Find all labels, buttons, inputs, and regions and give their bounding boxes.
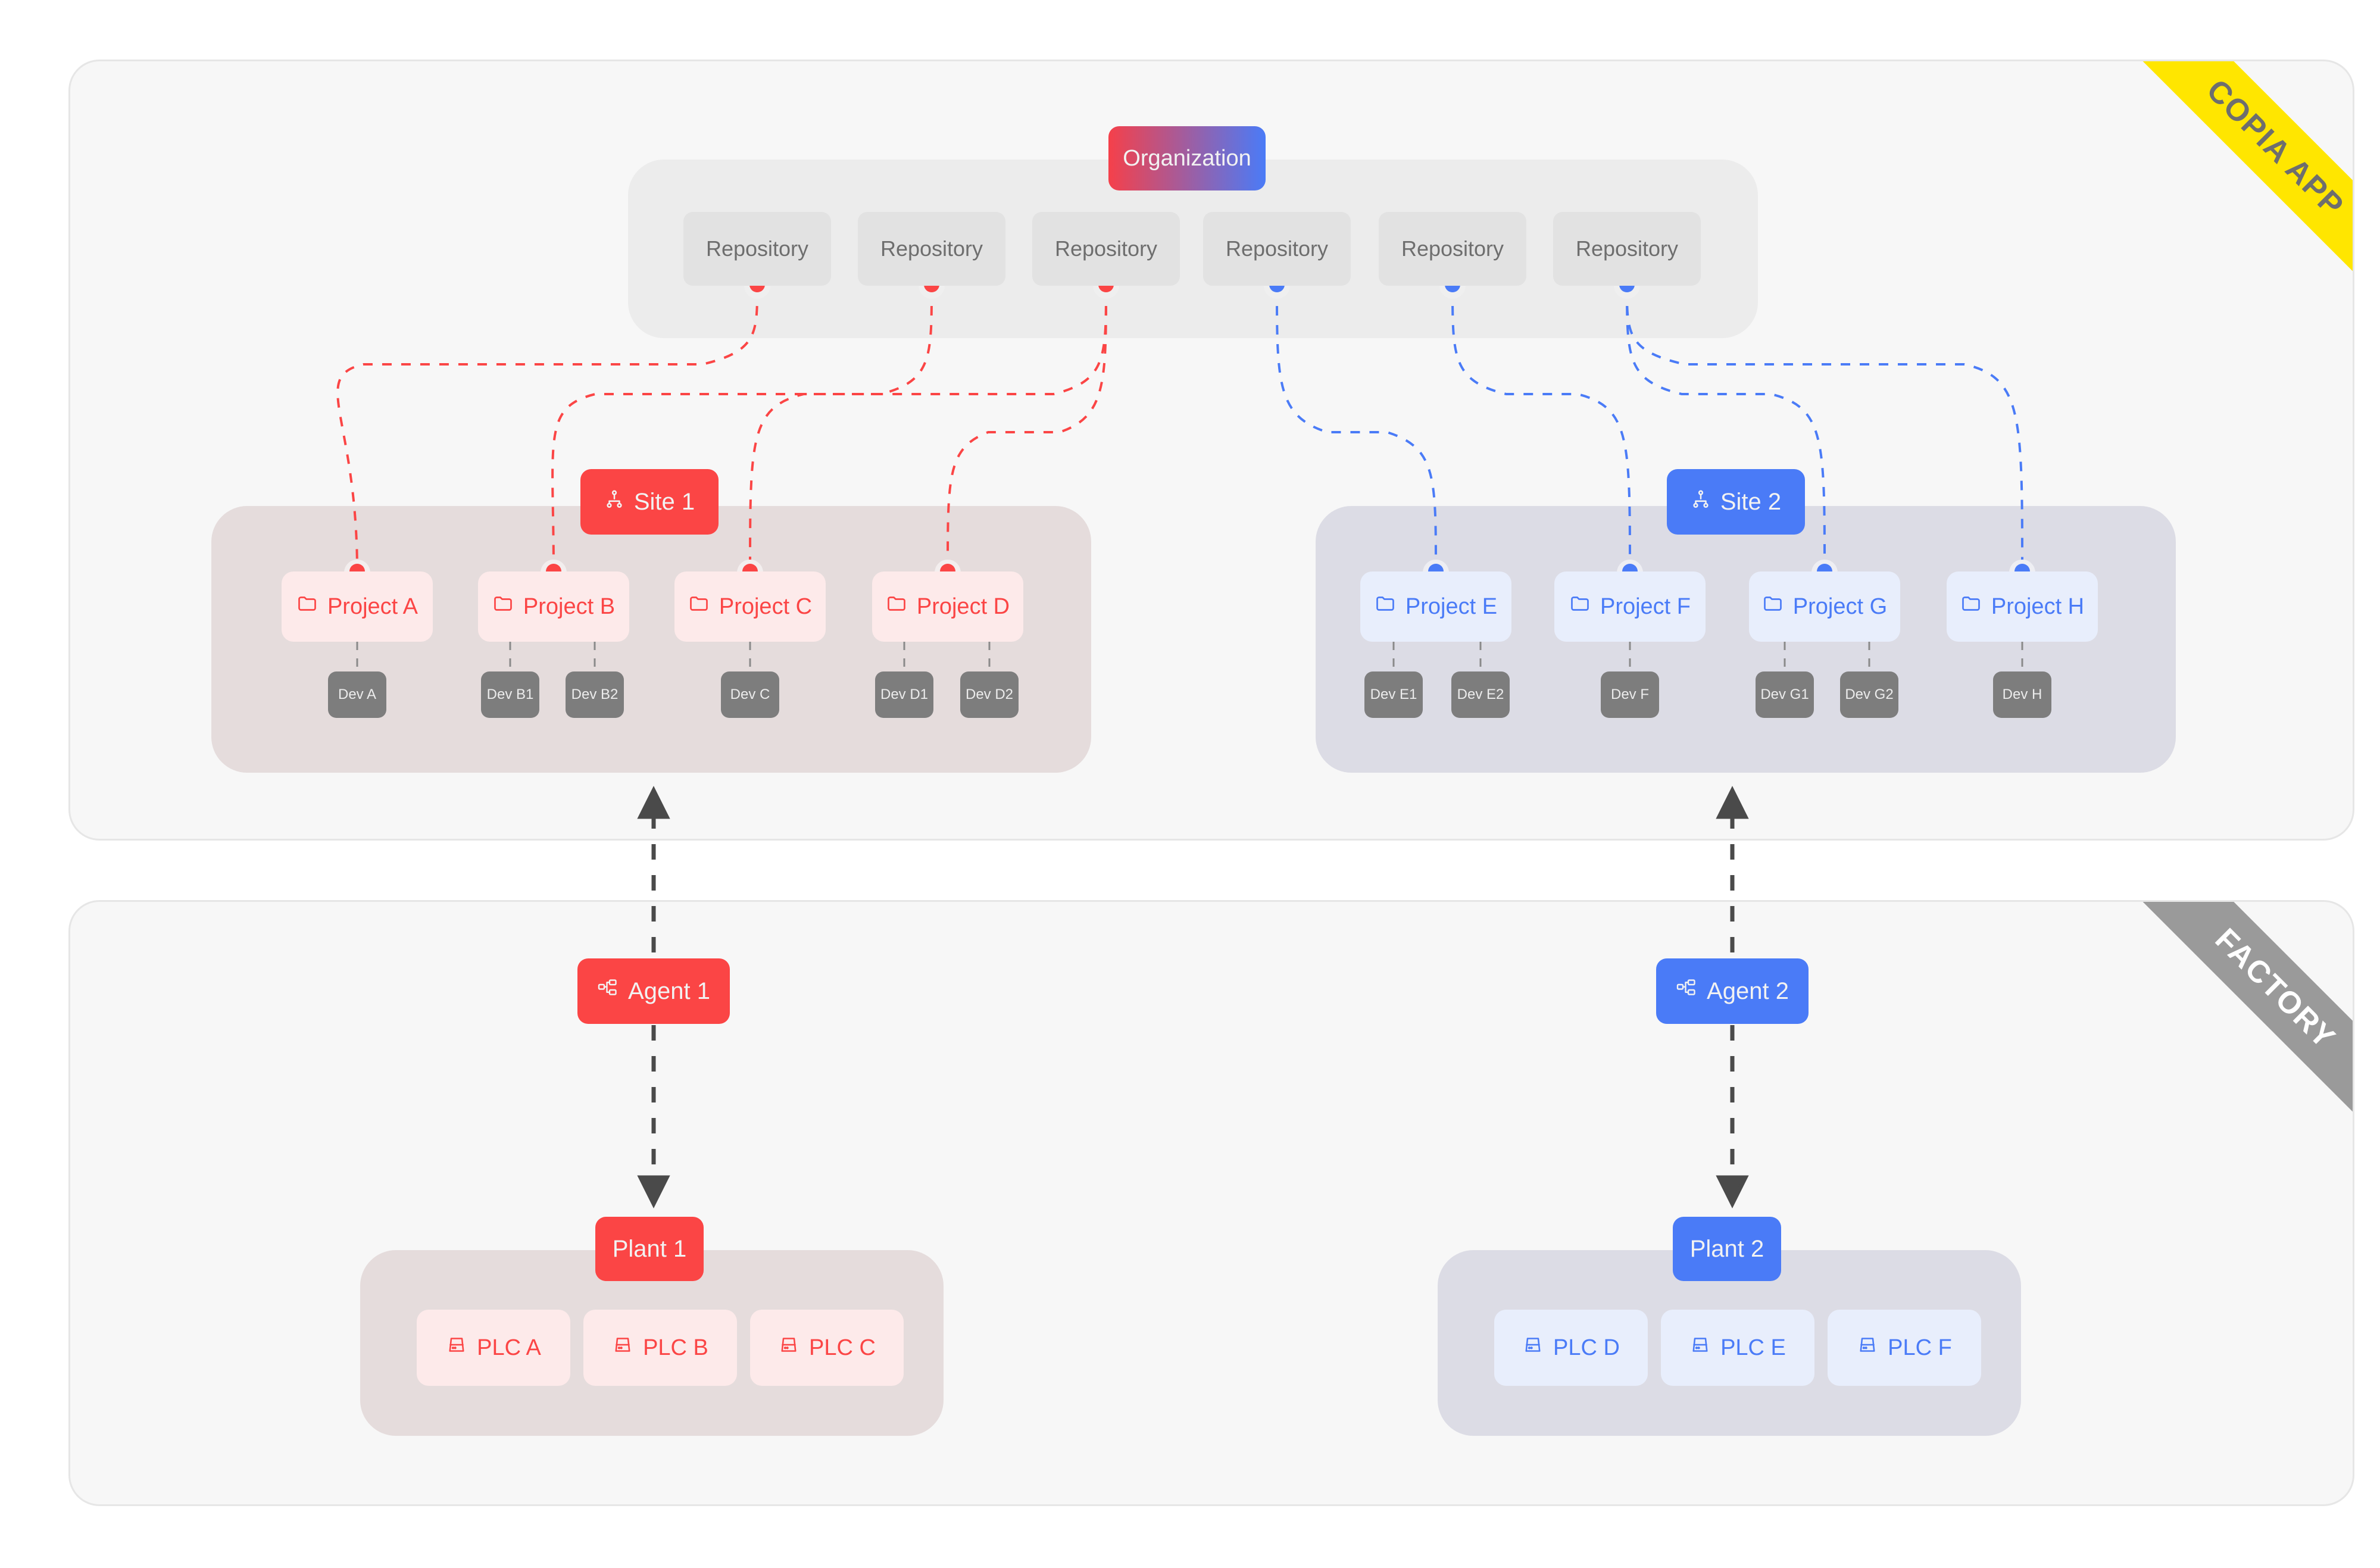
repository-card-6[interactable]: Repository bbox=[1553, 212, 1701, 286]
agent-label: Agent 1 bbox=[628, 977, 710, 1004]
sitemap-icon bbox=[1691, 489, 1711, 516]
plant-label: Plant 1 bbox=[612, 1235, 687, 1262]
dev-chip-d1[interactable]: Dev D1 bbox=[875, 671, 933, 718]
dev-chip-g1[interactable]: Dev G1 bbox=[1756, 671, 1814, 718]
server-icon bbox=[1689, 1334, 1711, 1361]
repository-label: Repository bbox=[705, 236, 809, 261]
plant-label: Plant 2 bbox=[1689, 1235, 1764, 1262]
plc-label: PLC F bbox=[1888, 1335, 1952, 1360]
organization-badge[interactable]: Organization bbox=[1108, 126, 1266, 190]
project-card-e[interactable]: Project E bbox=[1360, 571, 1511, 642]
project-label: Project H bbox=[1991, 594, 2085, 619]
plc-card-b[interactable]: PLC B bbox=[583, 1310, 737, 1386]
dev-label: Dev B2 bbox=[571, 686, 619, 702]
repository-label: Repository bbox=[1225, 236, 1329, 261]
dev-label: Dev C bbox=[730, 686, 770, 702]
dev-chip-a[interactable]: Dev A bbox=[328, 671, 386, 718]
site-2-badge[interactable]: Site 2 bbox=[1667, 469, 1805, 535]
agent-2-badge[interactable]: Agent 2 bbox=[1656, 958, 1809, 1024]
repository-label: Repository bbox=[1401, 236, 1504, 261]
server-icon bbox=[778, 1334, 799, 1361]
folder-icon bbox=[1762, 593, 1784, 620]
folder-icon bbox=[1375, 593, 1396, 620]
plc-label: PLC A bbox=[477, 1335, 541, 1360]
project-card-b[interactable]: Project B bbox=[478, 571, 629, 642]
plc-card-a[interactable]: PLC A bbox=[417, 1310, 570, 1386]
dev-chip-e1[interactable]: Dev E1 bbox=[1364, 671, 1423, 718]
repository-card-3[interactable]: Repository bbox=[1032, 212, 1180, 286]
dev-chip-c[interactable]: Dev C bbox=[721, 671, 779, 718]
dev-label: Dev A bbox=[338, 686, 377, 702]
network-nodes-icon bbox=[1676, 977, 1697, 1005]
repository-label: Repository bbox=[1054, 236, 1158, 261]
folder-icon bbox=[492, 593, 514, 620]
plc-label: PLC E bbox=[1720, 1335, 1786, 1360]
network-nodes-icon bbox=[597, 977, 619, 1005]
folder-icon bbox=[688, 593, 710, 620]
dev-label: Dev B1 bbox=[486, 686, 534, 702]
plc-card-f[interactable]: PLC F bbox=[1828, 1310, 1981, 1386]
dev-label: Dev F bbox=[1610, 686, 1649, 702]
project-label: Project C bbox=[719, 594, 813, 619]
organization-label: Organization bbox=[1123, 145, 1251, 171]
project-label: Project D bbox=[916, 594, 1010, 619]
copia-app-ribbon: COPIA APP bbox=[2122, 61, 2353, 302]
project-label: Project B bbox=[523, 594, 616, 619]
factory-ribbon: FACTORY bbox=[2122, 902, 2353, 1142]
dev-chip-d2[interactable]: Dev D2 bbox=[960, 671, 1019, 718]
server-icon bbox=[446, 1334, 467, 1361]
project-card-f[interactable]: Project F bbox=[1554, 571, 1706, 642]
agent-1-badge[interactable]: Agent 1 bbox=[577, 958, 730, 1024]
project-card-d[interactable]: Project D bbox=[872, 571, 1023, 642]
dev-label: Dev D1 bbox=[880, 686, 929, 702]
project-label: Project G bbox=[1792, 594, 1888, 619]
plc-card-d[interactable]: PLC D bbox=[1494, 1310, 1648, 1386]
project-label: Project A bbox=[327, 594, 418, 619]
dev-label: Dev H bbox=[2002, 686, 2042, 702]
project-label: Project F bbox=[1600, 594, 1691, 619]
folder-icon bbox=[1960, 593, 1982, 620]
repository-label: Repository bbox=[1575, 236, 1679, 261]
dev-label: Dev E2 bbox=[1457, 686, 1504, 702]
dev-chip-f[interactable]: Dev F bbox=[1601, 671, 1659, 718]
dev-chip-h[interactable]: Dev H bbox=[1993, 671, 2051, 718]
folder-icon bbox=[1569, 593, 1591, 620]
site-1-badge[interactable]: Site 1 bbox=[580, 469, 719, 535]
plant-2-badge[interactable]: Plant 2 bbox=[1673, 1217, 1781, 1281]
project-card-a[interactable]: Project A bbox=[282, 571, 433, 642]
dev-chip-g2[interactable]: Dev G2 bbox=[1840, 671, 1898, 718]
dev-label: Dev D2 bbox=[965, 686, 1014, 702]
folder-icon bbox=[296, 593, 318, 620]
plc-label: PLC B bbox=[643, 1335, 708, 1360]
project-label: Project E bbox=[1405, 594, 1498, 619]
dev-label: Dev G1 bbox=[1760, 686, 1809, 702]
project-card-g[interactable]: Project G bbox=[1749, 571, 1900, 642]
site-label: Site 1 bbox=[633, 488, 695, 515]
sitemap-icon bbox=[604, 489, 624, 516]
dev-chip-b1[interactable]: Dev B1 bbox=[481, 671, 539, 718]
dev-chip-e2[interactable]: Dev E2 bbox=[1451, 671, 1510, 718]
dev-label: Dev E1 bbox=[1370, 686, 1417, 702]
repository-card-4[interactable]: Repository bbox=[1203, 212, 1351, 286]
folder-icon bbox=[886, 593, 907, 620]
repository-label: Repository bbox=[880, 236, 983, 261]
project-card-h[interactable]: Project H bbox=[1947, 571, 2098, 642]
server-icon bbox=[1522, 1334, 1544, 1361]
plc-label: PLC C bbox=[809, 1335, 876, 1360]
repository-card-1[interactable]: Repository bbox=[683, 212, 831, 286]
server-icon bbox=[1857, 1334, 1878, 1361]
repository-card-2[interactable]: Repository bbox=[858, 212, 1005, 286]
server-icon bbox=[612, 1334, 633, 1361]
plc-label: PLC D bbox=[1553, 1335, 1620, 1360]
dev-label: Dev G2 bbox=[1845, 686, 1894, 702]
plc-card-e[interactable]: PLC E bbox=[1661, 1310, 1814, 1386]
plant-1-badge[interactable]: Plant 1 bbox=[595, 1217, 704, 1281]
plc-card-c[interactable]: PLC C bbox=[750, 1310, 904, 1386]
repository-card-5[interactable]: Repository bbox=[1379, 212, 1526, 286]
site-label: Site 2 bbox=[1720, 488, 1782, 515]
dev-chip-b2[interactable]: Dev B2 bbox=[566, 671, 624, 718]
agent-label: Agent 2 bbox=[1707, 977, 1789, 1004]
project-card-c[interactable]: Project C bbox=[674, 571, 826, 642]
